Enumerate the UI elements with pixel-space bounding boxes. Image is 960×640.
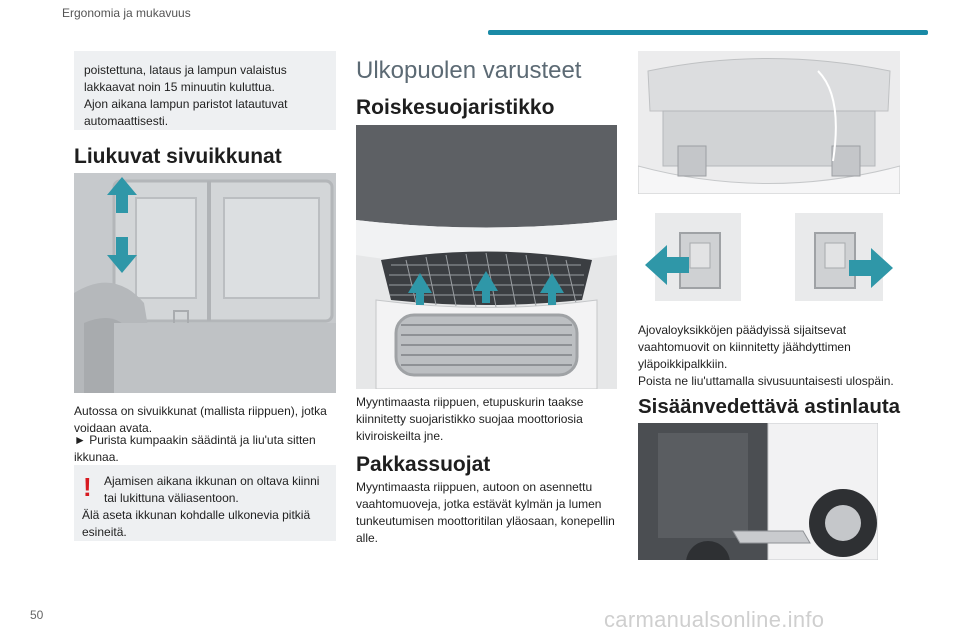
text-cold-protection: Myyntimaasta riippuen, autoon on asennet… xyxy=(356,480,615,545)
chapter-title: Ergonomia ja mukavuus xyxy=(62,6,191,20)
heading-cold-protection: Pakkassuojat xyxy=(356,453,491,476)
note-text-lamp: poistettuna, lataus ja lampun valaistus … xyxy=(84,63,288,128)
section-title-exterior: Ulkopuolen varusteet xyxy=(356,57,582,84)
page-number: 50 xyxy=(30,608,44,622)
watermark: carmanualsonline.info xyxy=(604,607,825,632)
exclamation-icon: ! xyxy=(83,472,92,502)
heading-splash-guard: Roiskesuojaristikko xyxy=(356,96,555,119)
retractable-step-illustration xyxy=(638,423,878,560)
heading-sliding-windows: Liukuvat sivuikkunat xyxy=(74,145,282,168)
arrow-right-icon xyxy=(849,248,893,288)
heading-retractable-step: Sisäänvedettävä astinlauta xyxy=(638,395,901,418)
foam-detail-right-illustration xyxy=(795,213,883,301)
text-splash-guard: Myyntimaasta riippuen, etupuskurin taaks… xyxy=(356,395,584,443)
header-accent-rule xyxy=(488,30,928,35)
warning-note-box xyxy=(74,465,336,541)
sliding-window-illustration xyxy=(74,173,336,393)
foam-detail-left-illustration xyxy=(655,213,741,301)
note-box-lamp: poistettuna, lataus ja lampun valaistus … xyxy=(74,51,336,130)
text-sliding-windows: Autossa on sivuikkunat (mallista riippue… xyxy=(74,404,327,435)
instruction-sliding-windows: ► Purista kumpaakin säädintä ja liu'uta … xyxy=(74,433,316,464)
warning-text-line1: Ajamisen aikana ikkunan on oltava kiinni xyxy=(104,474,320,488)
radiator-foam-illustration xyxy=(638,51,900,194)
arrow-left-icon xyxy=(645,245,689,285)
warning-text: tai lukittuna väliasentoon. Älä aseta ik… xyxy=(82,491,311,539)
front-grille-guard-illustration xyxy=(356,125,617,389)
text-foam-removal: Ajovaloyksikköjen päädyissä sijaitsevat … xyxy=(638,323,894,388)
